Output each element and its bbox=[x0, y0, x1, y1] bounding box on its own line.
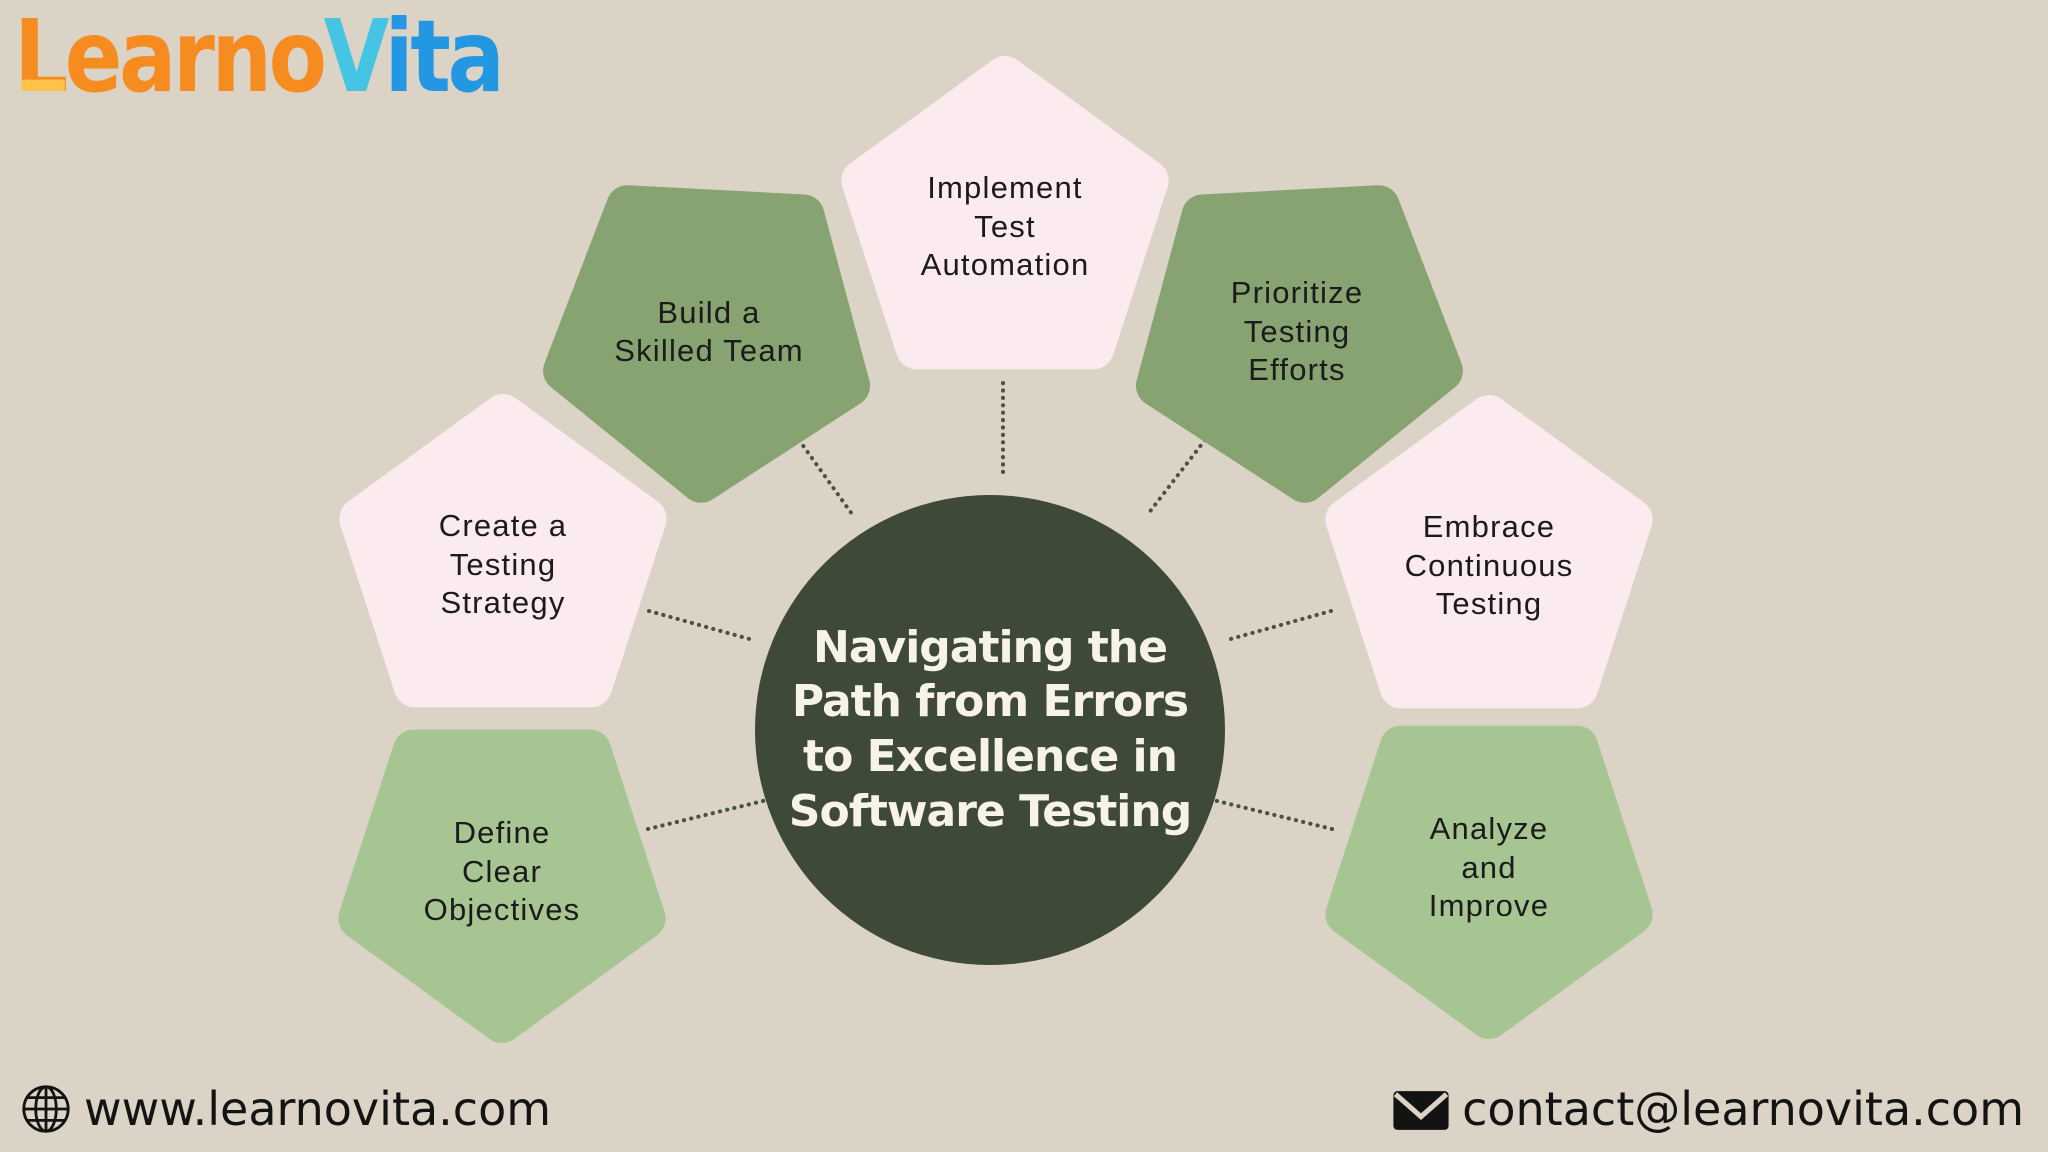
dotted-connector bbox=[647, 609, 755, 642]
email-text: contact@learnovita.com bbox=[1462, 1082, 2024, 1136]
dotted-connector bbox=[1146, 438, 1207, 516]
pentagon-label: Analyze and Improve bbox=[1428, 811, 1550, 924]
logo-l-yellow-foot: L bbox=[14, 0, 65, 115]
dotted-connector bbox=[646, 798, 769, 831]
logo-learno: Learno bbox=[14, 0, 327, 115]
pentagon-analyze-and-improve: Analyze and Improve bbox=[1309, 688, 1669, 1048]
globe-icon bbox=[22, 1085, 70, 1133]
email-link[interactable]: contact@learnovita.com bbox=[1392, 1082, 2024, 1136]
envelope-icon bbox=[1393, 1090, 1449, 1130]
pentagon-shape bbox=[1325, 725, 1653, 1039]
pentagon-label: Define Clear Objectives bbox=[423, 815, 581, 928]
pentagon-shape bbox=[543, 185, 871, 503]
website-link[interactable]: www.learnovita.com bbox=[20, 1082, 551, 1136]
logo-ita: ita bbox=[384, 0, 504, 115]
pentagon-label: Prioritize Testing Efforts bbox=[1230, 275, 1364, 388]
pentagon-implement-test-automation: Implement Test Automation bbox=[825, 47, 1185, 407]
pentagon-create-a-testing-strategy: Create a Testing Strategy bbox=[323, 385, 683, 745]
pentagon-shape bbox=[338, 729, 666, 1043]
pentagon-define-clear-objectives: Define Clear Objectives bbox=[322, 692, 682, 1052]
pentagon-label: Build a Skilled Team bbox=[614, 294, 804, 368]
pentagon-shape bbox=[1325, 395, 1653, 709]
logo-v: V bbox=[323, 0, 388, 115]
central-title: Navigating the Path from Errors to Excel… bbox=[788, 621, 1192, 837]
pentagon-build-a-skilled-team: Build a Skilled Team bbox=[529, 152, 889, 512]
dotted-connector bbox=[1225, 609, 1333, 642]
pentagon-shape bbox=[1135, 185, 1463, 503]
pentagon-shape bbox=[841, 56, 1169, 370]
pentagon-prioritize-testing-efforts: Prioritize Testing Efforts bbox=[1117, 152, 1477, 512]
central-circle: Navigating the Path from Errors to Excel… bbox=[755, 495, 1225, 965]
pentagon-embrace-continuous-testing: Embrace Continuous Testing bbox=[1309, 386, 1669, 746]
pentagon-label: Embrace Continuous Testing bbox=[1404, 509, 1574, 622]
dotted-connector bbox=[1211, 798, 1334, 831]
pentagon-label: Implement Test Automation bbox=[920, 170, 1090, 283]
pentagon-label: Create a Testing Strategy bbox=[438, 508, 568, 621]
pentagon-shape bbox=[339, 394, 667, 708]
dotted-connector bbox=[797, 438, 854, 516]
website-text: www.learnovita.com bbox=[84, 1082, 552, 1136]
